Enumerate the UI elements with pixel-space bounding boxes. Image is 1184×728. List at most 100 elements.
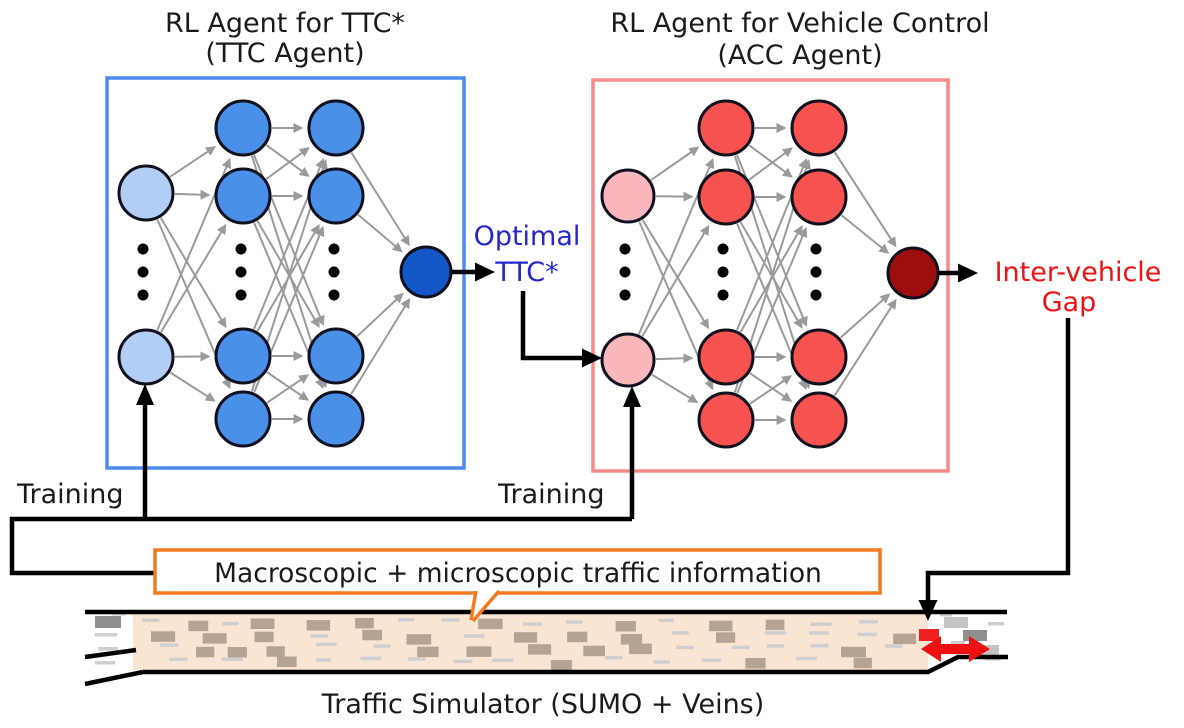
network-link <box>748 144 793 178</box>
arrowhead-up-ttc-input <box>136 384 154 405</box>
network-link <box>266 371 310 401</box>
acc-input-node <box>600 168 656 224</box>
ttc-hidden-node <box>214 327 272 385</box>
network-link <box>655 353 694 364</box>
vehicle-rect <box>360 656 382 661</box>
acc-output-node <box>886 246 940 300</box>
ttc-hidden-node <box>307 99 365 157</box>
vehicle-rect <box>567 631 588 643</box>
inter-vehicle-gap-label-line2: Gap <box>1042 287 1097 318</box>
ellipsis-dot <box>619 266 631 278</box>
labels: RL Agent for TTC* (TTC Agent) RL Agent f… <box>16 8 1161 720</box>
acc-hidden-node <box>790 391 848 449</box>
vehicle-rect <box>407 657 426 661</box>
vehicle-rect <box>615 621 636 632</box>
network-link <box>833 151 897 248</box>
vehicle-rect <box>188 620 209 632</box>
vehicle-rect <box>221 657 243 661</box>
network-link <box>833 298 897 397</box>
arrowhead-down-road <box>918 600 938 621</box>
vehicle-rect <box>222 621 239 626</box>
callout-notch-left <box>469 590 478 621</box>
vehicle-rect <box>940 613 952 617</box>
ellipsis-dot <box>810 289 822 301</box>
vehicle-rect <box>160 643 179 647</box>
simulator-caption: Traffic Simulator (SUMO + Veins) <box>321 689 765 720</box>
callout-notch-right <box>471 589 501 623</box>
acc-agent-title-line2: (ACC Agent) <box>717 40 882 71</box>
vehicle-rect <box>841 646 867 658</box>
vehicle-rect <box>196 646 215 658</box>
network-link <box>174 189 211 200</box>
neural-networks <box>105 76 950 473</box>
vehicle-rect <box>604 655 623 660</box>
ttc-agent-title-line2: (TTC Agent) <box>205 38 364 69</box>
ellipsis-dot <box>717 289 729 301</box>
vehicle-rect <box>522 622 543 626</box>
vehicle-rect <box>658 618 675 623</box>
vehicle-rect <box>98 647 118 651</box>
network-link <box>641 219 710 330</box>
vehicle-rect <box>466 646 492 657</box>
ellipsis-dot <box>137 289 149 301</box>
vehicle-rect <box>857 632 877 637</box>
vehicle-rect <box>453 659 473 664</box>
ttc-agent-title-line1: RL Agent for TTC* <box>165 8 405 39</box>
vehicle-rect <box>527 644 552 655</box>
ellipsis-dot <box>717 266 729 278</box>
acc-hidden-node <box>790 99 848 157</box>
vehicle-rect <box>95 633 117 637</box>
optimal-ttc-label-line1: Optimal <box>474 221 581 252</box>
vehicle-rect <box>315 658 332 662</box>
vehicle-rect <box>513 632 538 643</box>
ttc-hidden-node <box>214 167 272 225</box>
vehicle-rect <box>550 660 572 671</box>
connector-arrows <box>9 262 1071 621</box>
vehicle-rect <box>565 620 583 624</box>
arrowhead-up-acc-input <box>623 386 641 407</box>
traffic-simulator-road <box>84 609 1008 687</box>
network-link <box>265 147 310 180</box>
network-link <box>159 217 227 329</box>
road-ramp-edge <box>84 669 144 687</box>
ellipsis-dot <box>619 243 631 255</box>
ellipsis-dot <box>328 243 340 255</box>
ttc-hidden-node <box>307 390 365 448</box>
inter-vehicle-gap-label-line1: Inter-vehicle <box>995 257 1162 288</box>
vehicle-rect <box>315 642 337 647</box>
vehicle-rect <box>266 646 285 657</box>
network-link <box>748 147 793 181</box>
vehicle-rect <box>406 634 432 645</box>
ellipsis-dot <box>810 243 822 255</box>
acc-network <box>591 78 950 473</box>
network-link <box>749 372 793 402</box>
vehicle-rect <box>745 658 766 669</box>
vehicle-rect <box>859 620 878 624</box>
vehicle-rect <box>306 620 331 631</box>
acc-hidden-node <box>697 391 755 449</box>
arrowhead-right-gap <box>958 263 978 283</box>
road-bottom-edge <box>143 654 1008 675</box>
acc-agent-title-line1: RL Agent for Vehicle Control <box>610 8 989 39</box>
connector-line <box>925 318 1071 601</box>
vehicle-rect <box>944 617 968 628</box>
network-link <box>840 214 890 254</box>
training-label-right: Training <box>497 479 605 510</box>
vehicle-rect <box>492 658 514 663</box>
vehicle-rect <box>441 618 460 622</box>
training-label-left: Training <box>16 479 124 510</box>
vehicle-rect <box>653 660 670 664</box>
vehicle-rect <box>250 618 275 629</box>
vehicle-rect <box>373 644 391 648</box>
ellipsis-dot <box>328 266 340 278</box>
ttc-hidden-node <box>214 390 272 448</box>
vehicle-rect <box>808 631 829 635</box>
traffic-info-callout <box>153 548 882 623</box>
network-link <box>650 146 700 181</box>
vehicle-rect <box>169 657 188 661</box>
vehicle-rect <box>95 616 121 628</box>
ellipsis-dot <box>235 243 247 255</box>
network-link <box>265 144 310 177</box>
vehicle-rect <box>676 645 695 650</box>
network-link <box>266 374 310 404</box>
